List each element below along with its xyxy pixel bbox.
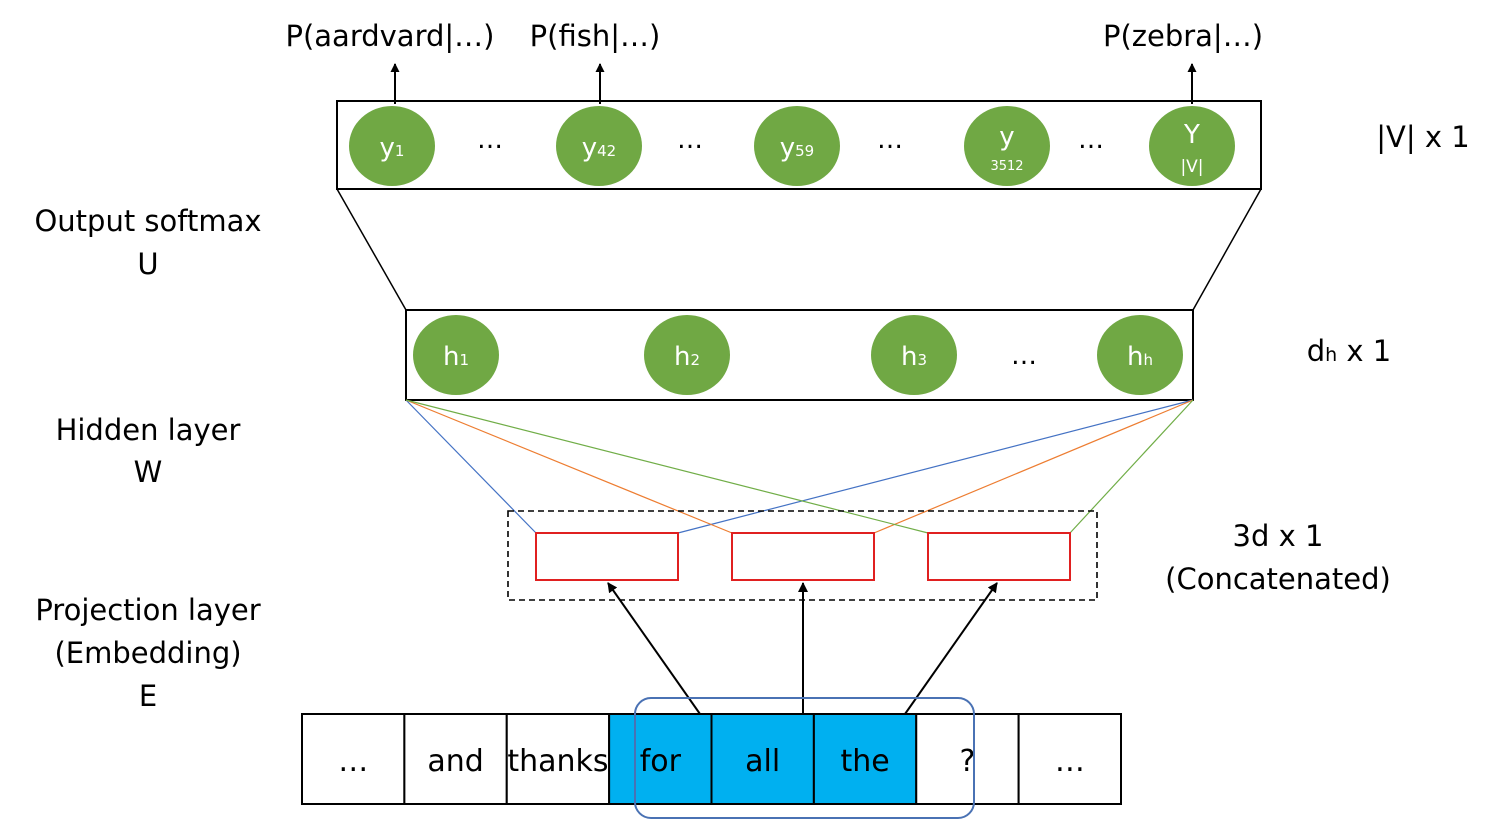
softmax-connector-right — [1192, 188, 1262, 311]
token-cell: for — [608, 713, 713, 805]
hidden-node-circle — [1097, 315, 1183, 395]
token-text: … — [338, 744, 368, 779]
hidden-node-label: h3 — [901, 342, 927, 372]
token-box — [403, 713, 508, 805]
hidden-node-label: hh — [1127, 342, 1153, 372]
output-node-label: y59 — [780, 133, 814, 163]
output-prob-zebra: P(zebra|…) — [1103, 19, 1263, 53]
output-node-circle — [964, 106, 1050, 186]
token-text: the — [840, 744, 889, 779]
output-layer-box — [336, 100, 1262, 190]
output-node-sub: 3512 — [990, 159, 1023, 174]
weight-line-blue — [677, 399, 1194, 534]
context-window — [634, 697, 975, 819]
output-node-circle — [754, 106, 840, 186]
hidden-dim-label: dh x 1 — [1307, 334, 1392, 368]
hidden-node-hh: hh — [1097, 315, 1183, 395]
weight-line-green — [1069, 399, 1194, 534]
softmax-connector-left — [336, 188, 407, 311]
embedding-matrix-label: E — [139, 679, 157, 713]
hidden-node-label: h2 — [674, 342, 700, 372]
output-prob-aardvard: P(aardvard|…) — [285, 19, 494, 53]
softmax-matrix-label: U — [137, 247, 158, 281]
weight-line-orange — [873, 399, 1194, 534]
output-node-sub: |V| — [1180, 157, 1203, 177]
concat-dim-caption: (Concatenated) — [1165, 562, 1391, 596]
token-cell: … — [1017, 713, 1122, 805]
token-box — [915, 713, 1020, 805]
token-cell: the — [812, 713, 918, 805]
output-node-y3512: y 3512 — [964, 106, 1050, 186]
output-node-yv: Y |V| — [1149, 106, 1235, 186]
token-text: … — [1055, 744, 1085, 779]
hidden-node-h3: h3 — [871, 315, 957, 395]
token-cell: thanks — [505, 713, 611, 805]
concat-dim-label: 3d x 1 — [1233, 519, 1324, 553]
token-cell: and — [403, 713, 508, 805]
hidden-node-circle — [413, 315, 499, 395]
output-prob-fish: P(fish|…) — [530, 19, 661, 53]
arrow-the-embedding — [904, 582, 998, 715]
output-dim-label: |V| x 1 — [1376, 120, 1469, 154]
hidden-node-circle — [644, 315, 730, 395]
token-box — [1017, 713, 1122, 805]
token-cell: ? — [915, 713, 1020, 805]
output-ellipsis: … — [677, 125, 703, 155]
token-text: thanks — [507, 744, 608, 779]
projection-label: Projection layer — [35, 593, 260, 627]
output-ellipsis: … — [477, 125, 503, 155]
hidden-weight-lines — [405, 399, 1194, 534]
output-node-label: y42 — [582, 133, 616, 163]
hidden-layer-box — [405, 309, 1194, 401]
output-node-circle — [556, 106, 642, 186]
hidden-node-h1: h1 — [413, 315, 499, 395]
output-node-circle — [1149, 106, 1235, 186]
hidden-node-circle — [871, 315, 957, 395]
hidden-label: Hidden layer — [56, 413, 241, 447]
embedding-vector-1 — [535, 532, 679, 581]
hidden-matrix-label: W — [134, 455, 163, 489]
output-node-base: Y — [1183, 120, 1200, 150]
token-sequence: … and thanks for all the? … — [301, 713, 1122, 805]
output-ellipsis: … — [1078, 125, 1104, 155]
arrow-for-embedding — [607, 582, 701, 715]
output-node-y59: y59 — [754, 106, 840, 186]
embedding-label: (Embedding) — [54, 636, 241, 670]
output-node-circle — [349, 106, 435, 186]
token-box — [608, 713, 713, 805]
hidden-ellipsis: … — [1011, 341, 1037, 371]
token-box — [812, 713, 918, 805]
output-node-y1: y1 — [349, 106, 435, 186]
token-text: ? — [959, 744, 975, 779]
token-box — [710, 713, 815, 805]
weight-line-orange — [405, 399, 733, 534]
embedding-vector-2 — [731, 532, 875, 581]
hidden-node-label: h1 — [443, 342, 469, 372]
hidden-node-h2: h2 — [644, 315, 730, 395]
token-text: all — [745, 744, 780, 779]
embedding-vector-3 — [927, 532, 1071, 581]
output-node-base: y — [999, 122, 1014, 152]
token-text: for — [640, 744, 682, 779]
token-box — [301, 713, 406, 805]
weight-line-green — [405, 399, 929, 534]
output-ellipsis: … — [877, 125, 903, 155]
token-cell: all — [710, 713, 815, 805]
output-node-label: y1 — [380, 133, 405, 163]
token-text: and — [427, 744, 483, 779]
softmax-label: Output softmax — [34, 204, 261, 238]
weight-line-blue — [405, 399, 537, 534]
output-node-y42: y42 — [556, 106, 642, 186]
token-cell: … — [301, 713, 406, 805]
